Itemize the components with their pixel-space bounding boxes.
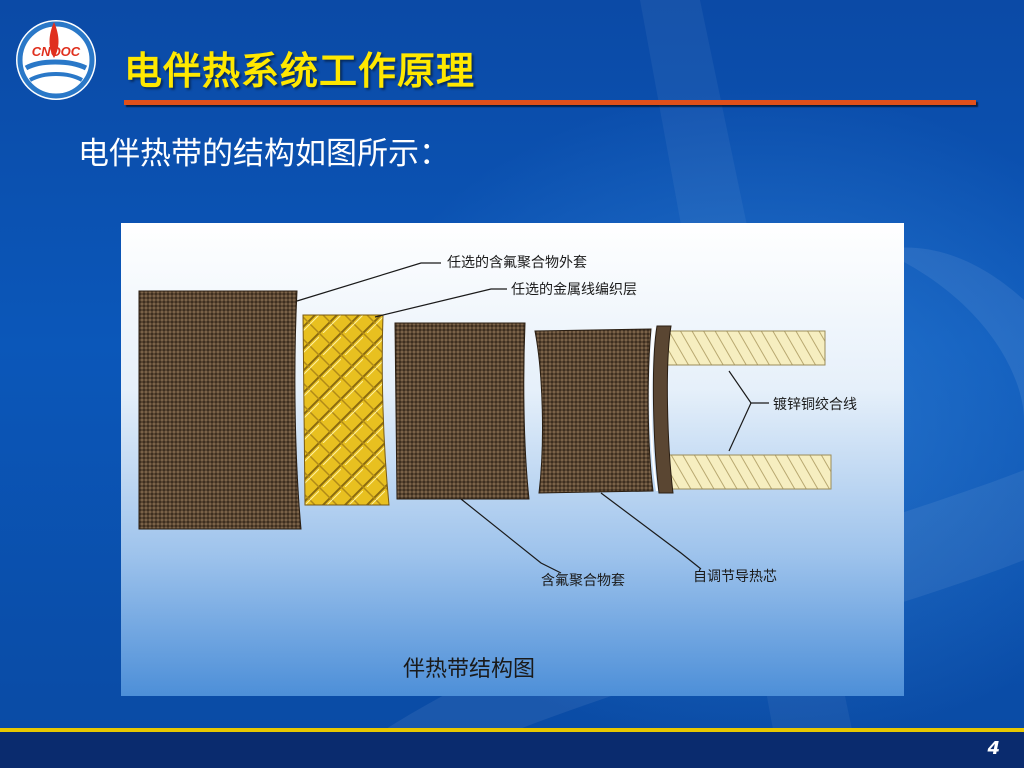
copper-wire-bottom xyxy=(666,454,832,490)
heat-tracing-cable-diagram: 任选的含氟聚合物外套 任选的金属线编织层 镀锌铜绞合线 含氟聚合物套 自调节导热… xyxy=(121,223,904,696)
page-number: 4 xyxy=(987,738,1000,759)
slide-subtitle: 电伴热带的结构如图所示： xyxy=(78,136,450,172)
copper-wire-top xyxy=(664,330,826,366)
fluoropolymer-jacket-outer-shape xyxy=(394,322,530,500)
label-metal-braid: 任选的金属线编织层 xyxy=(511,282,637,298)
title-divider xyxy=(124,100,976,105)
logo-text: CNOOC xyxy=(32,44,81,59)
self-regulating-core-shape xyxy=(652,325,674,494)
figure-caption: 伴热带结构图 xyxy=(403,657,535,682)
fluoropolymer-jacket-inner-shape xyxy=(534,328,654,494)
outer-jacket-shape xyxy=(138,290,302,530)
label-outer-jacket: 任选的含氟聚合物外套 xyxy=(447,255,587,271)
cnooc-logo: CNOOC xyxy=(16,20,96,100)
page-title: 电伴热系统工作原理 xyxy=(124,49,476,93)
label-copper-wire: 镀锌铜绞合线 xyxy=(773,396,857,413)
footer-bar xyxy=(0,728,1024,768)
metal-braid-shape xyxy=(302,314,390,506)
label-self-regulating-core: 自调节导热芯 xyxy=(693,569,777,585)
label-fluoropolymer-jacket: 含氟聚合物套 xyxy=(541,573,625,589)
